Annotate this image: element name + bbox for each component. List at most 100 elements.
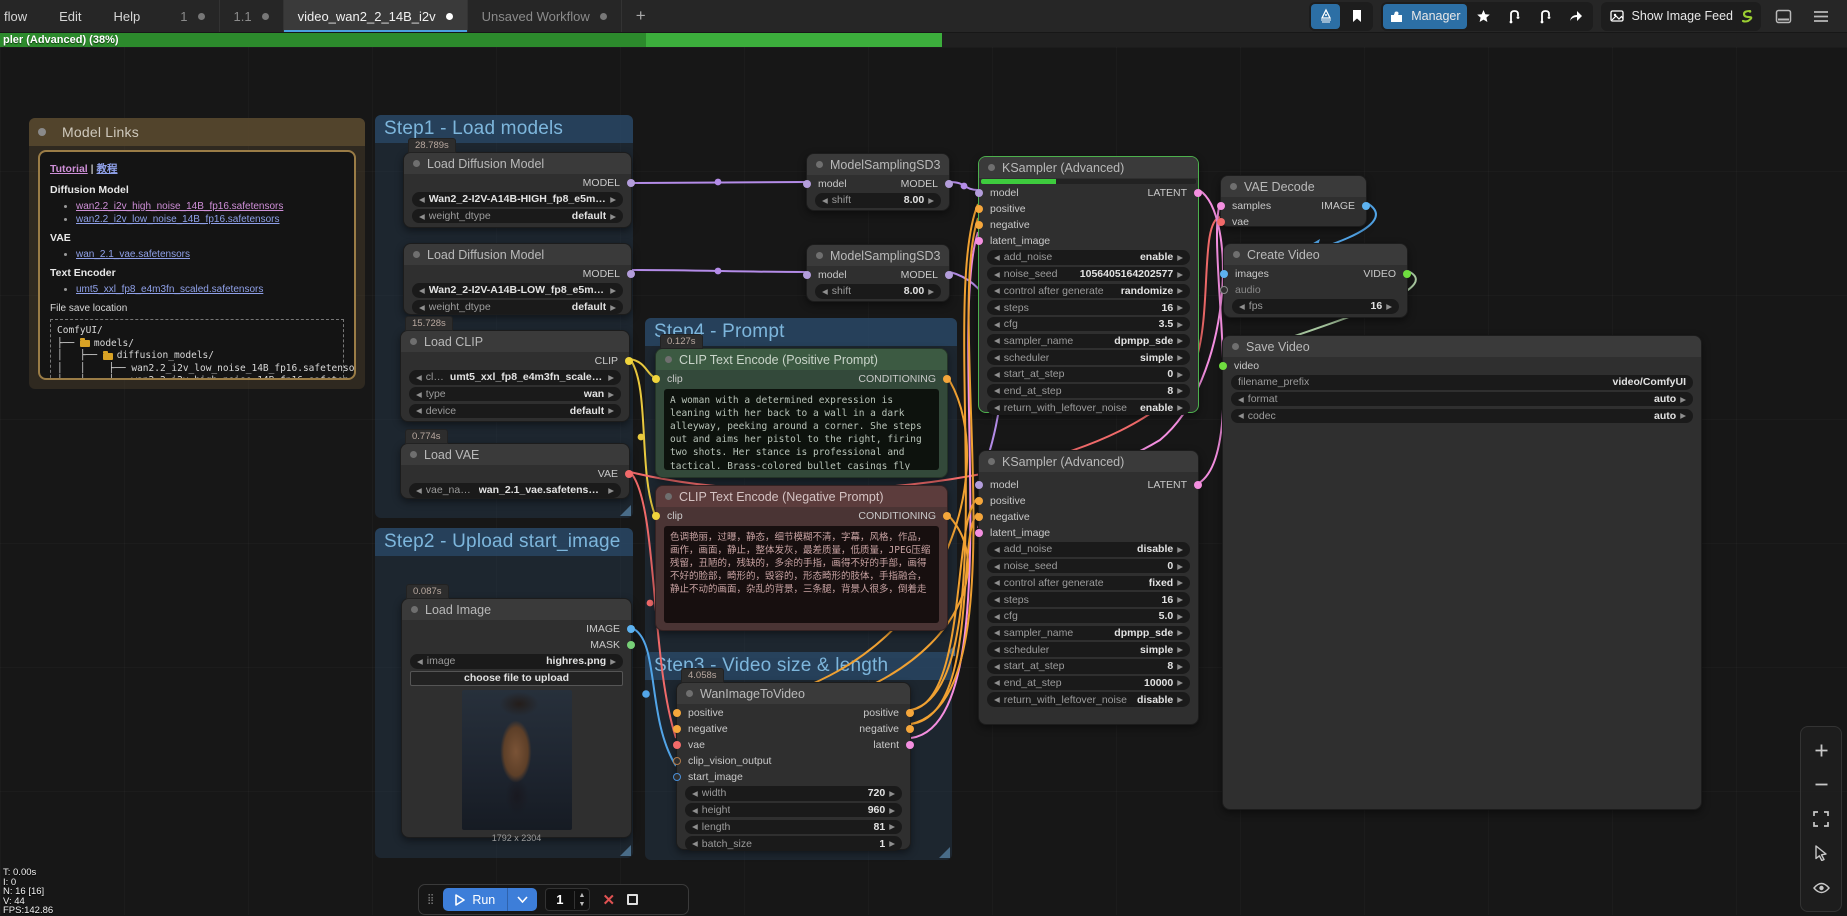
output-port-latent[interactable]: [1194, 189, 1202, 197]
input-port-images[interactable]: [1220, 270, 1228, 278]
widget-clip ...[interactable]: ◀clip ...umt5_xxl_fp8_e4m3fn_scaled.safe…: [409, 370, 621, 385]
widget-shift[interactable]: ◀shift8.00▶: [815, 284, 941, 299]
stop-button[interactable]: [627, 894, 638, 905]
decrement-arrow[interactable]: ◀: [994, 628, 1000, 637]
widget-add_noise[interactable]: ◀add_noiseenable▶: [987, 250, 1190, 265]
favorites-button[interactable]: [1469, 4, 1498, 29]
menu-workflow[interactable]: flow: [0, 0, 43, 32]
widget-shift[interactable]: ◀shift8.00▶: [815, 193, 941, 208]
negative-prompt-textarea[interactable]: 色调艳丽，过曝，静态，细节模糊不清，字幕，风格，作品，画作，画面，静止，整体发灰…: [664, 526, 939, 623]
increment-arrow[interactable]: ▶: [610, 212, 616, 221]
output-port-video[interactable]: [1403, 270, 1411, 278]
decrement-arrow[interactable]: ◀: [822, 287, 828, 296]
decrement-arrow[interactable]: ◀: [692, 806, 698, 815]
decrement-arrow[interactable]: ◀: [994, 645, 1000, 654]
decrement-arrow[interactable]: ◀: [416, 486, 422, 495]
widget-sampler_name[interactable]: ◀sampler_namedpmpp_sde▶: [987, 334, 1190, 349]
output-port-positive[interactable]: [906, 709, 914, 717]
decrement-arrow[interactable]: ◀: [419, 303, 425, 312]
node-title-bar[interactable]: VAE Decode: [1221, 176, 1366, 197]
increment-arrow[interactable]: ▶: [889, 839, 895, 848]
decrement-arrow[interactable]: ◀: [994, 662, 1000, 671]
widget-batch_size[interactable]: ◀batch_size1▶: [685, 836, 902, 851]
input-port-vae[interactable]: [673, 741, 681, 749]
widget-scheduler[interactable]: ◀schedulersimple▶: [987, 642, 1190, 657]
input-port-model[interactable]: [975, 189, 983, 197]
main-menu-button[interactable]: [1806, 4, 1835, 29]
increment-arrow[interactable]: ▶: [1177, 353, 1183, 362]
widget-end_at_step[interactable]: ◀end_at_step8▶: [987, 384, 1190, 399]
node-load-clip[interactable]: 15.728s Load CLIP CLIP ◀clip ...umt5_xxl…: [400, 330, 630, 422]
widget-fps[interactable]: ◀fps16▶: [1232, 299, 1399, 314]
widget-end_at_step[interactable]: ◀end_at_step10000▶: [987, 676, 1190, 691]
node-title-bar[interactable]: Load Image: [402, 599, 631, 620]
widget-cfg[interactable]: ◀cfg5.0▶: [987, 609, 1190, 624]
decrement-arrow[interactable]: ▼: [575, 900, 590, 909]
node-title-bar[interactable]: CLIP Text Encode (Positive Prompt): [656, 349, 947, 370]
increment-arrow[interactable]: ▶: [1177, 678, 1183, 687]
node-clip-text-encode-negative[interactable]: CLIP Text Encode (Negative Prompt) clip …: [655, 485, 948, 631]
decrement-arrow[interactable]: ◀: [994, 320, 1000, 329]
output-port-conditioning[interactable]: [943, 375, 951, 383]
increment-arrow[interactable]: ▶: [610, 303, 616, 312]
widget-scheduler[interactable]: ◀schedulersimple▶: [987, 350, 1190, 365]
widget-return_with_leftover_noise[interactable]: ◀return_with_leftover_noisedisable▶: [987, 692, 1190, 707]
increment-arrow[interactable]: ▶: [1177, 253, 1183, 262]
node-load-image[interactable]: 0.087s Load Image IMAGE MASK ◀imagehighr…: [401, 598, 632, 838]
tutorial-link-cn[interactable]: 教程: [97, 163, 118, 175]
decrement-arrow[interactable]: ◀: [994, 253, 1000, 262]
widget-format[interactable]: ◀formatauto▶: [1231, 392, 1693, 407]
output-port-vae[interactable]: [625, 470, 633, 478]
decrement-arrow[interactable]: ◀: [822, 196, 828, 205]
increment-arrow[interactable]: ▶: [1177, 612, 1183, 621]
input-port-samples[interactable]: [1217, 202, 1225, 210]
decrement-arrow[interactable]: ◀: [994, 336, 1000, 345]
menu-help[interactable]: Help: [98, 0, 157, 32]
decrement-arrow[interactable]: ◀: [994, 403, 1000, 412]
increment-arrow[interactable]: ▲: [575, 891, 590, 900]
model-download-link[interactable]: umt5_xxl_fp8_e4m3fn_scaled.safetensors: [76, 284, 263, 295]
output-port-image[interactable]: [1362, 202, 1370, 210]
widget-combo[interactable]: ◀Wan2_2-I2V-A14B-HIGH_fp8_e5m2_scaled_K …: [412, 192, 623, 207]
decrement-arrow[interactable]: ◀: [416, 390, 422, 399]
output-port-latent[interactable]: [1194, 481, 1202, 489]
input-port-video[interactable]: [1219, 362, 1227, 370]
widget-add_noise[interactable]: ◀add_noisedisable▶: [987, 542, 1190, 557]
tab-workflow-1[interactable]: 1: [166, 0, 219, 32]
widget-start_at_step[interactable]: ◀start_at_step0▶: [987, 367, 1190, 382]
decrement-arrow[interactable]: ◀: [994, 695, 1000, 704]
node-title-bar[interactable]: CLIP Text Encode (Negative Prompt): [656, 486, 947, 507]
widget-noise_seed[interactable]: ◀noise_seed0▶: [987, 559, 1190, 574]
increment-arrow[interactable]: ▶: [1177, 545, 1183, 554]
group-model-links-header[interactable]: Model Links: [29, 118, 365, 146]
node-title-bar[interactable]: KSampler (Advanced): [979, 157, 1198, 178]
widget-control after generate[interactable]: ◀control after generatefixed▶: [987, 576, 1190, 591]
input-port-negative[interactable]: [673, 725, 681, 733]
drag-handle[interactable]: ⣿: [427, 897, 435, 903]
increment-arrow[interactable]: ▶: [1177, 695, 1183, 704]
widget-start_at_step[interactable]: ◀start_at_step8▶: [987, 659, 1190, 674]
node-save-video[interactable]: Save Video video filename_prefixvideo/Co…: [1222, 335, 1702, 810]
widget-weight_dtype[interactable]: ◀weight_dtypedefault▶: [412, 300, 623, 315]
decrement-arrow[interactable]: ◀: [994, 303, 1000, 312]
widget-image[interactable]: ◀imagehighres.png▶: [410, 654, 623, 669]
increment-arrow[interactable]: ▶: [1177, 370, 1183, 379]
group-title[interactable]: Step2 - Upload start_image: [375, 528, 633, 556]
widget-length[interactable]: ◀length81▶: [685, 820, 902, 835]
node-load-vae[interactable]: 0.774s Load VAE VAE ◀vae_namewan_2.1_vae…: [400, 443, 630, 499]
increment-arrow[interactable]: ▶: [1177, 270, 1183, 279]
node-ksampler-advanced-1[interactable]: KSampler (Advanced) model LATENT positiv…: [978, 156, 1199, 413]
widget-height[interactable]: ◀height960▶: [685, 803, 902, 818]
toggle-visibility-button[interactable]: [1808, 875, 1834, 901]
decrement-arrow[interactable]: ◀: [416, 406, 422, 415]
output-port-model[interactable]: [945, 180, 953, 188]
comfyui-logo-button[interactable]: [1311, 4, 1340, 29]
input-port-model[interactable]: [975, 481, 983, 489]
increment-arrow[interactable]: ▶: [889, 822, 895, 831]
increment-arrow[interactable]: ▶: [1177, 320, 1183, 329]
increment-arrow[interactable]: ▶: [1177, 562, 1183, 571]
widget-vae_name[interactable]: ◀vae_namewan_2.1_vae.safetensors▶: [409, 483, 621, 498]
node-clip-text-encode-positive[interactable]: 0.127s CLIP Text Encode (Positive Prompt…: [655, 348, 948, 478]
node-title-bar[interactable]: Save Video: [1223, 336, 1701, 357]
input-port-positive[interactable]: [975, 205, 983, 213]
